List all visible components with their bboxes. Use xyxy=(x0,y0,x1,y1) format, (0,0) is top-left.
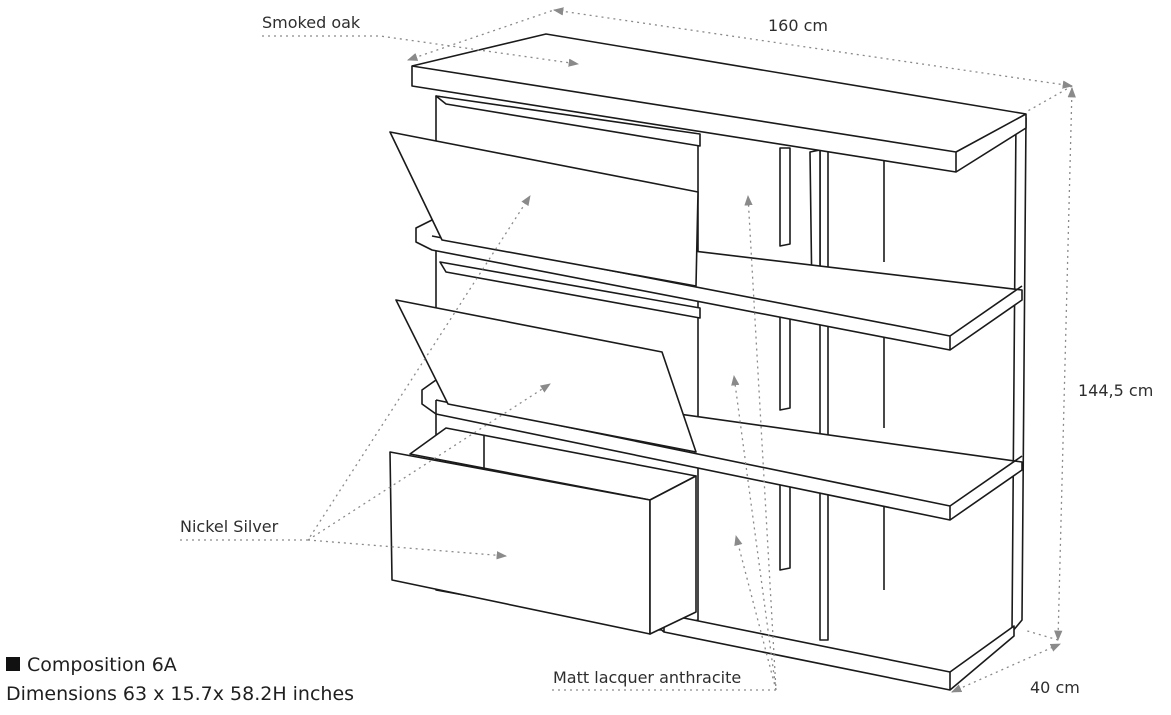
label-width: 160 cm xyxy=(768,16,828,35)
bookcase-drawing xyxy=(389,33,1027,691)
square-bullet-icon xyxy=(6,657,20,671)
label-matt-lacquer: Matt lacquer anthracite xyxy=(553,668,741,687)
middle-flap-door xyxy=(395,299,697,453)
inner-wall-middle xyxy=(779,309,791,411)
upper-flap-door xyxy=(389,131,699,287)
label-depth: 40 cm xyxy=(1030,678,1080,697)
dimension-lines xyxy=(180,7,1076,693)
inner-wall-upper xyxy=(779,147,791,247)
right-side-panel xyxy=(1011,117,1027,633)
label-smoked-oak: Smoked oak xyxy=(262,13,361,32)
center-divider xyxy=(819,149,829,641)
dimensions-caption: Dimensions 63 x 15.7x 58.2H inches xyxy=(6,683,355,705)
label-nickel-silver: Nickel Silver xyxy=(180,517,279,536)
label-height: 144,5 cm xyxy=(1078,381,1153,400)
composition-caption: Composition 6A xyxy=(6,654,177,676)
composition-title: Composition 6A xyxy=(27,654,177,676)
